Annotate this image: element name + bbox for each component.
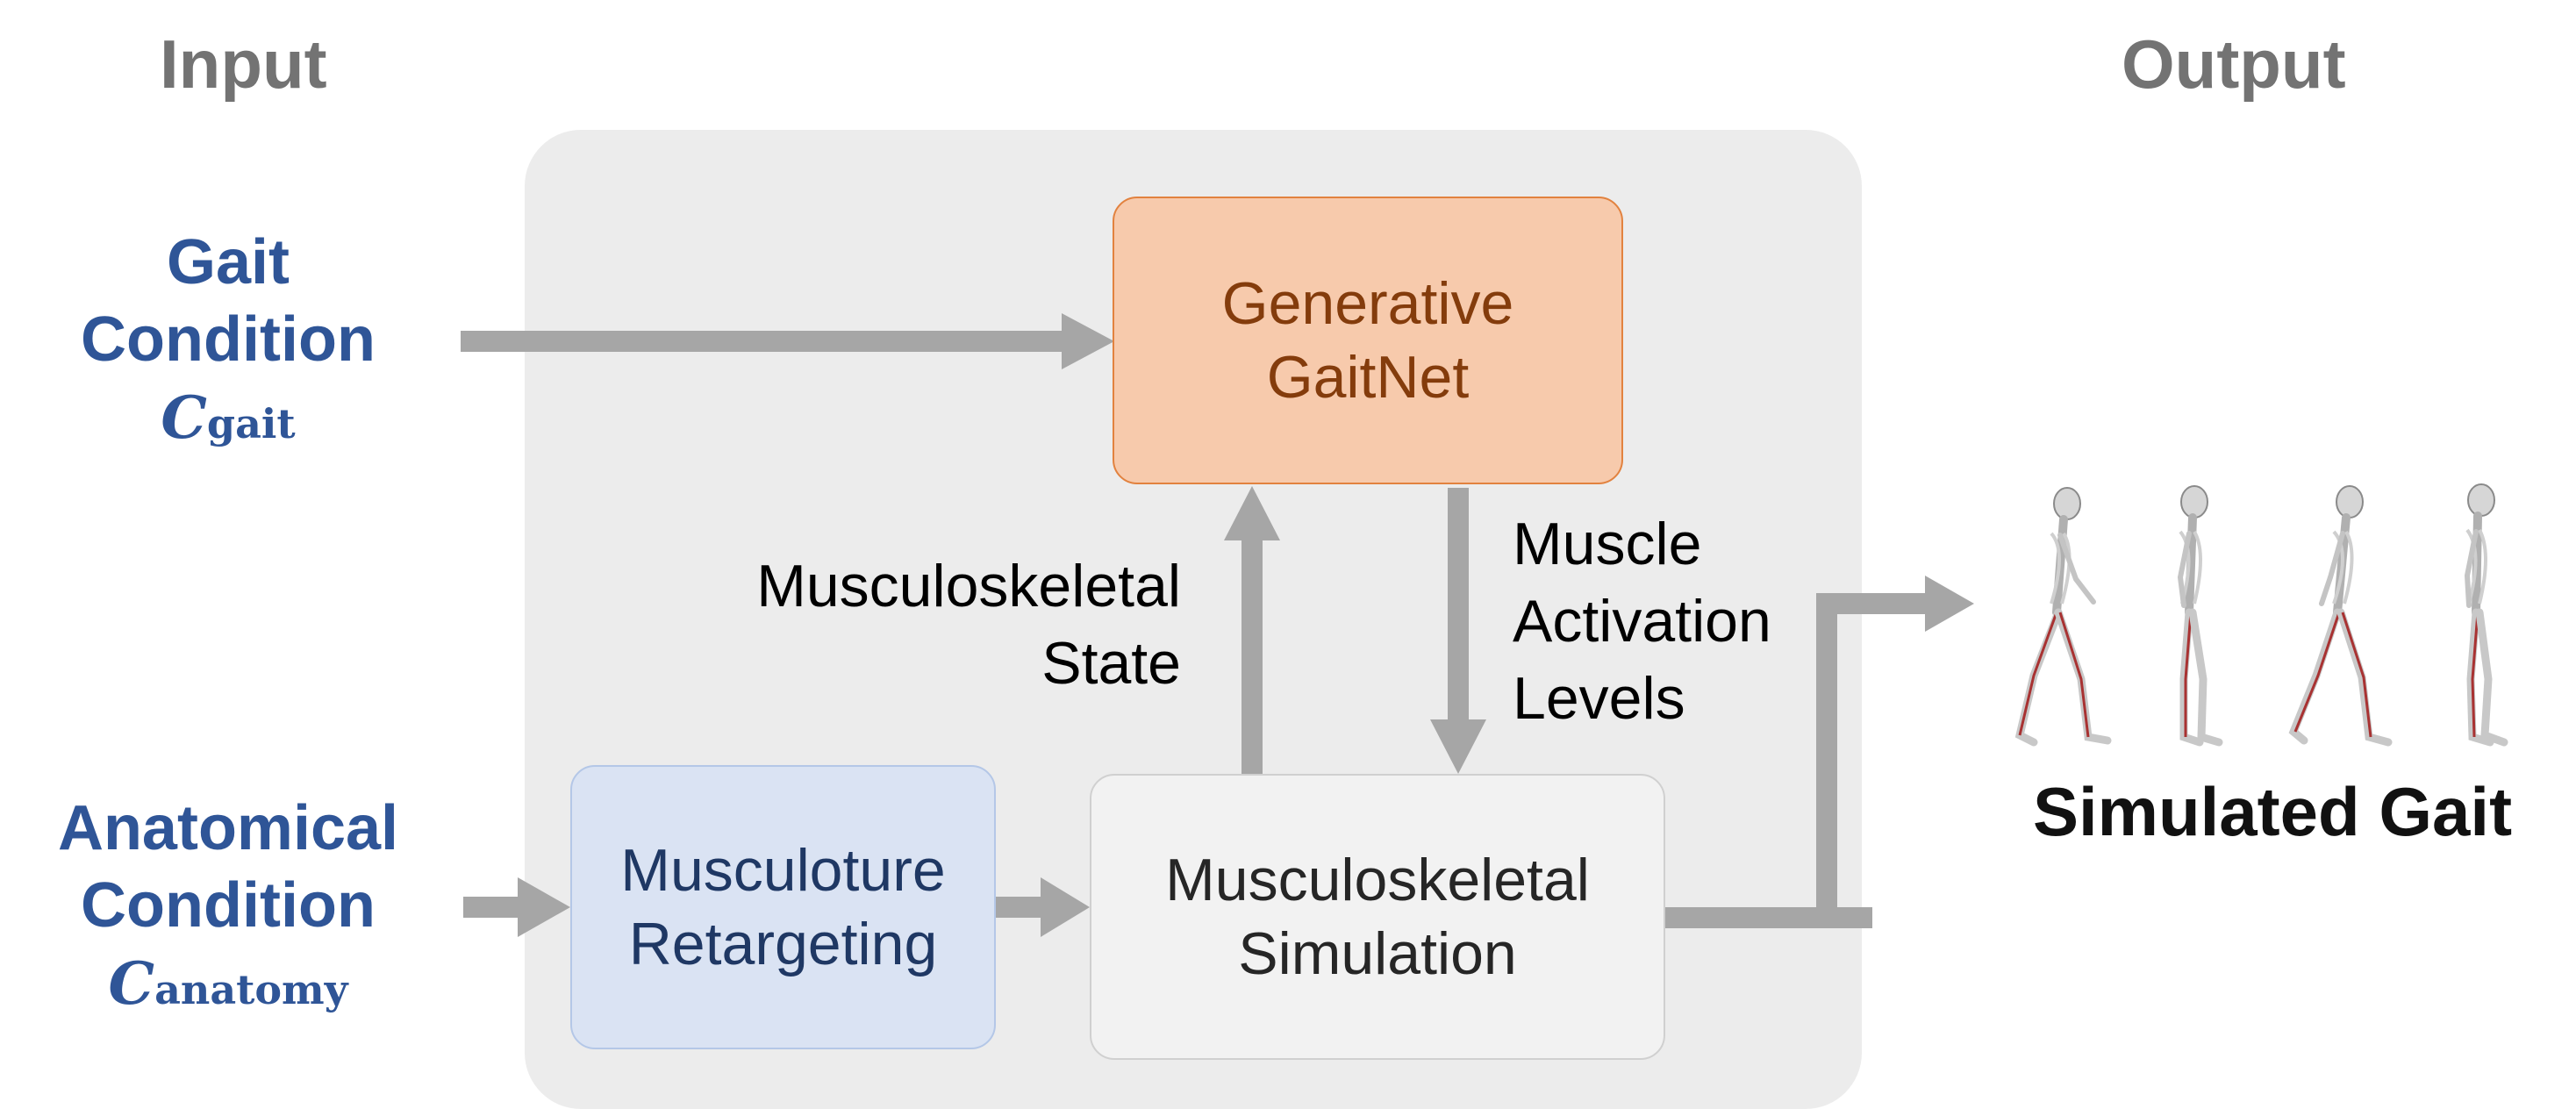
musculoskeletal-state-label: Musculoskeletal State — [756, 553, 1181, 697]
skeleton-figure-2 — [2177, 485, 2223, 747]
arrow-gait-to-gaitnet — [461, 313, 1114, 369]
skeleton-figure-3 — [2288, 485, 2393, 747]
skeleton-figure-1 — [2014, 487, 2112, 747]
arrow-simulation-to-output — [1665, 576, 1974, 928]
gait-condition-line1: Gait — [166, 227, 290, 297]
gait-subscript: gait — [206, 400, 296, 447]
gait-symbol: C — [161, 383, 207, 452]
anatomical-condition-line2: Condition — [81, 870, 376, 941]
anatomy-symbol: C — [108, 949, 155, 1018]
gait-condition-line2: Condition — [81, 304, 376, 375]
arrow-gaitnet-to-simulation — [1430, 488, 1486, 774]
arrow-anatomy-to-retargeting — [463, 877, 570, 937]
musculoskeletal-simulation-box: Musculoskeletal Simulation — [1090, 774, 1665, 1060]
generative-gaitnet-box: Generative GaitNet — [1113, 197, 1623, 484]
simulated-gait-figures — [2014, 483, 2508, 747]
skeleton-figure-4 — [2464, 483, 2508, 747]
anatomical-condition-label: Anatomical Condition Canatomy — [35, 790, 421, 1028]
anatomy-subscript: anatomy — [154, 966, 348, 1013]
gait-condition-label: Gait Condition Cgait — [53, 224, 404, 462]
anatomical-condition-symbol: Canatomy — [35, 944, 421, 1028]
arrow-retargeting-to-simulation — [996, 877, 1090, 937]
muscle-activation-label: Muscle Activation Levels — [1513, 511, 1771, 732]
arrow-simulation-to-gaitnet — [1224, 486, 1280, 774]
output-header: Output — [2122, 25, 2346, 103]
anatomical-condition-line1: Anatomical — [57, 793, 399, 863]
musculoture-retargeting-box: Musculoture Retargeting — [570, 765, 996, 1049]
gait-condition-symbol: Cgait — [53, 378, 404, 462]
input-header: Input — [160, 25, 327, 103]
simulated-gait-label: Simulated Gait — [2032, 773, 2513, 850]
